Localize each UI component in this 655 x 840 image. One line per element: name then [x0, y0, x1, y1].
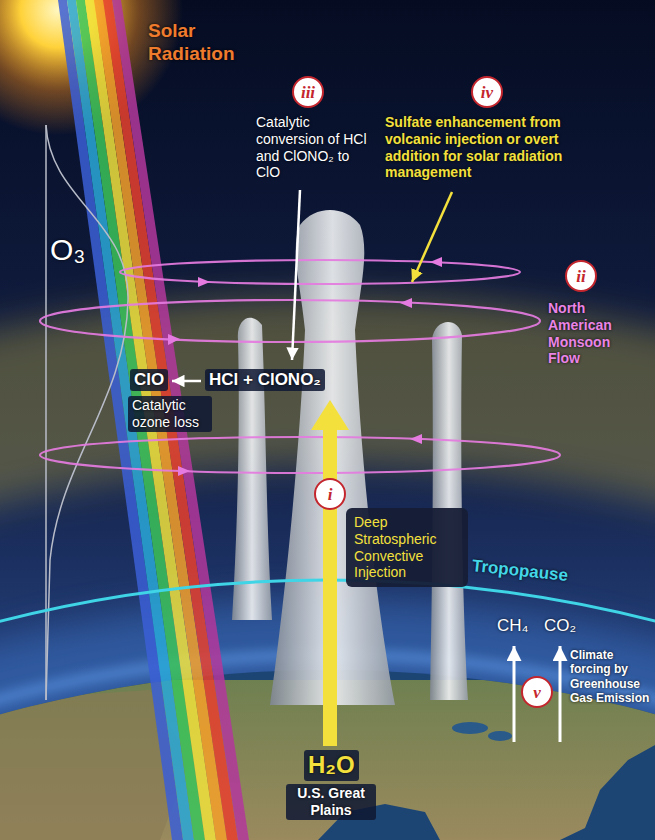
emission-arrow — [513, 646, 516, 742]
annotation-text: Catalytic ozone loss — [128, 396, 212, 432]
great-lake — [452, 722, 488, 734]
monsoon-flow — [40, 260, 560, 473]
flow-arrowheads — [168, 257, 442, 476]
flow-loop — [120, 260, 520, 284]
solar-beam — [58, 0, 249, 840]
leader-arrow — [412, 192, 452, 282]
flow-arrowhead — [198, 277, 210, 287]
flow-loop — [40, 437, 560, 473]
molecule-label: O₃ — [50, 232, 86, 268]
molecule-label: CO₂ — [544, 616, 576, 636]
callout-number: iii — [292, 76, 324, 108]
flow-label: North American Monsoon Flow — [548, 300, 630, 367]
boundary-label: Tropopause — [471, 556, 569, 586]
sulfate-layer — [0, 380, 655, 840]
reaction-label: HCl + ClONO₂ — [205, 369, 325, 391]
great-lake — [488, 731, 512, 741]
callout-text: i — [328, 486, 333, 503]
molecule-label: ClO — [130, 369, 168, 391]
flow-arrowhead — [400, 298, 412, 308]
callout-text: iv — [481, 84, 493, 101]
leader-arrow — [292, 190, 300, 360]
annotation-text: Sulfate enhancement from volcanic inject… — [385, 114, 590, 181]
ozone-profile-curve — [46, 125, 128, 700]
heading-label: Solar Radiation — [148, 20, 248, 66]
flow-loop — [40, 300, 540, 342]
annotation-text: Climate forcing by Greenhouse Gas Emissi… — [570, 648, 650, 706]
place-label: U.S. Great Plains — [286, 784, 376, 820]
flow-arrowhead — [430, 257, 442, 267]
process-box: Deep Stratospheric Convective Injection — [346, 508, 468, 587]
convective-tower — [232, 318, 272, 620]
flow-arrowhead — [168, 334, 180, 345]
flow-arrowhead — [178, 466, 190, 476]
box-text: Deep Stratospheric Convective Injection — [354, 514, 460, 581]
flow-arrowhead — [410, 434, 422, 444]
callout-number: v — [521, 676, 553, 708]
callout-number: i — [314, 478, 346, 510]
molecule-label: H₂O — [304, 750, 359, 781]
annotation-text: Catalytic conversion of HCl and ClONO₂ t… — [256, 114, 374, 181]
beam-band — [112, 0, 249, 840]
injection-arrow — [311, 400, 349, 746]
callout-number: ii — [565, 260, 597, 292]
callout-text: v — [533, 684, 541, 701]
callout-text: iii — [301, 84, 315, 101]
emission-arrow — [559, 646, 562, 742]
beam-band — [94, 0, 227, 840]
reaction-arrow — [172, 380, 201, 383]
beam-band — [103, 0, 238, 840]
callout-number: iv — [471, 76, 503, 108]
molecule-label: CH₄ — [497, 616, 529, 636]
beam-band — [85, 0, 216, 840]
callout-text: ii — [576, 268, 585, 285]
ozone-profile-axis — [45, 125, 47, 700]
